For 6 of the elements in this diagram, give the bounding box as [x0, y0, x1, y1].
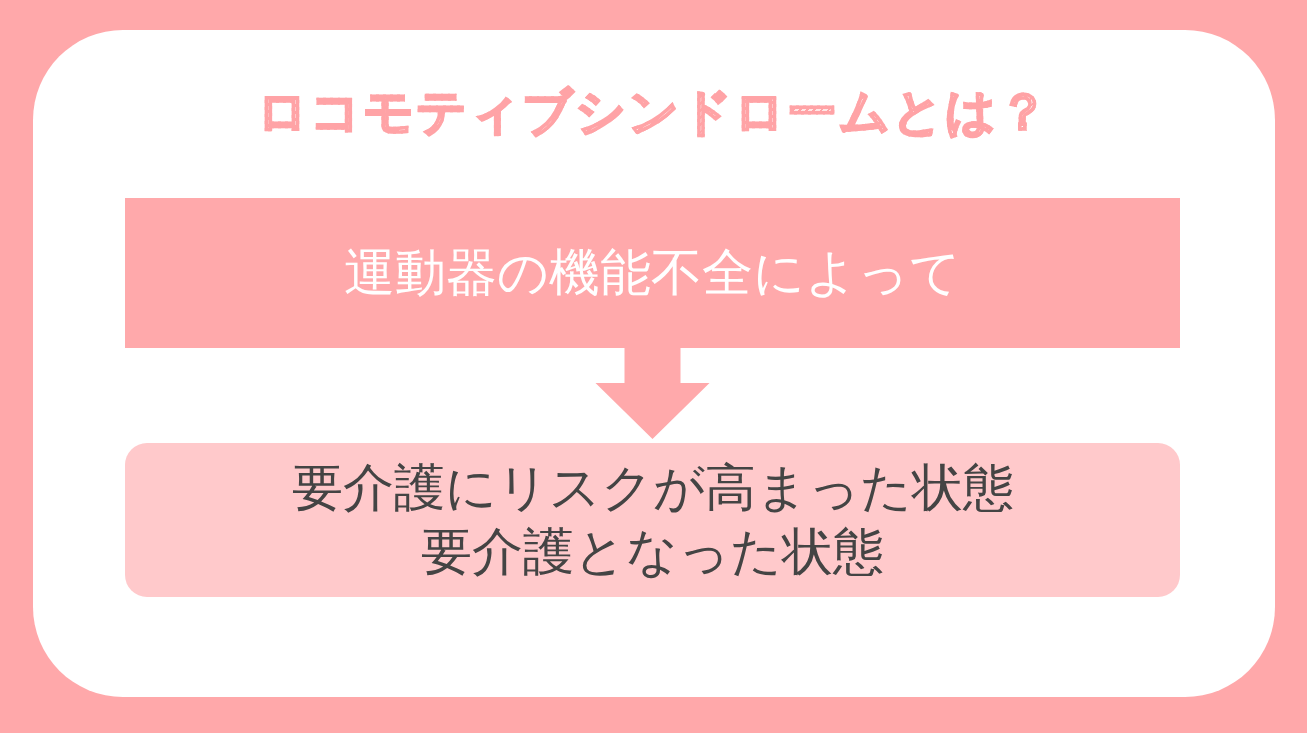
box-text: 要介護にリスクが高まった状態 — [291, 457, 1014, 519]
down-arrow — [595, 348, 710, 439]
box-text: 運動器の機能不全によって — [344, 242, 961, 304]
result-box — [125, 443, 1180, 597]
cause-box — [125, 198, 1180, 348]
box-text: 要介護となった状態 — [421, 521, 884, 583]
